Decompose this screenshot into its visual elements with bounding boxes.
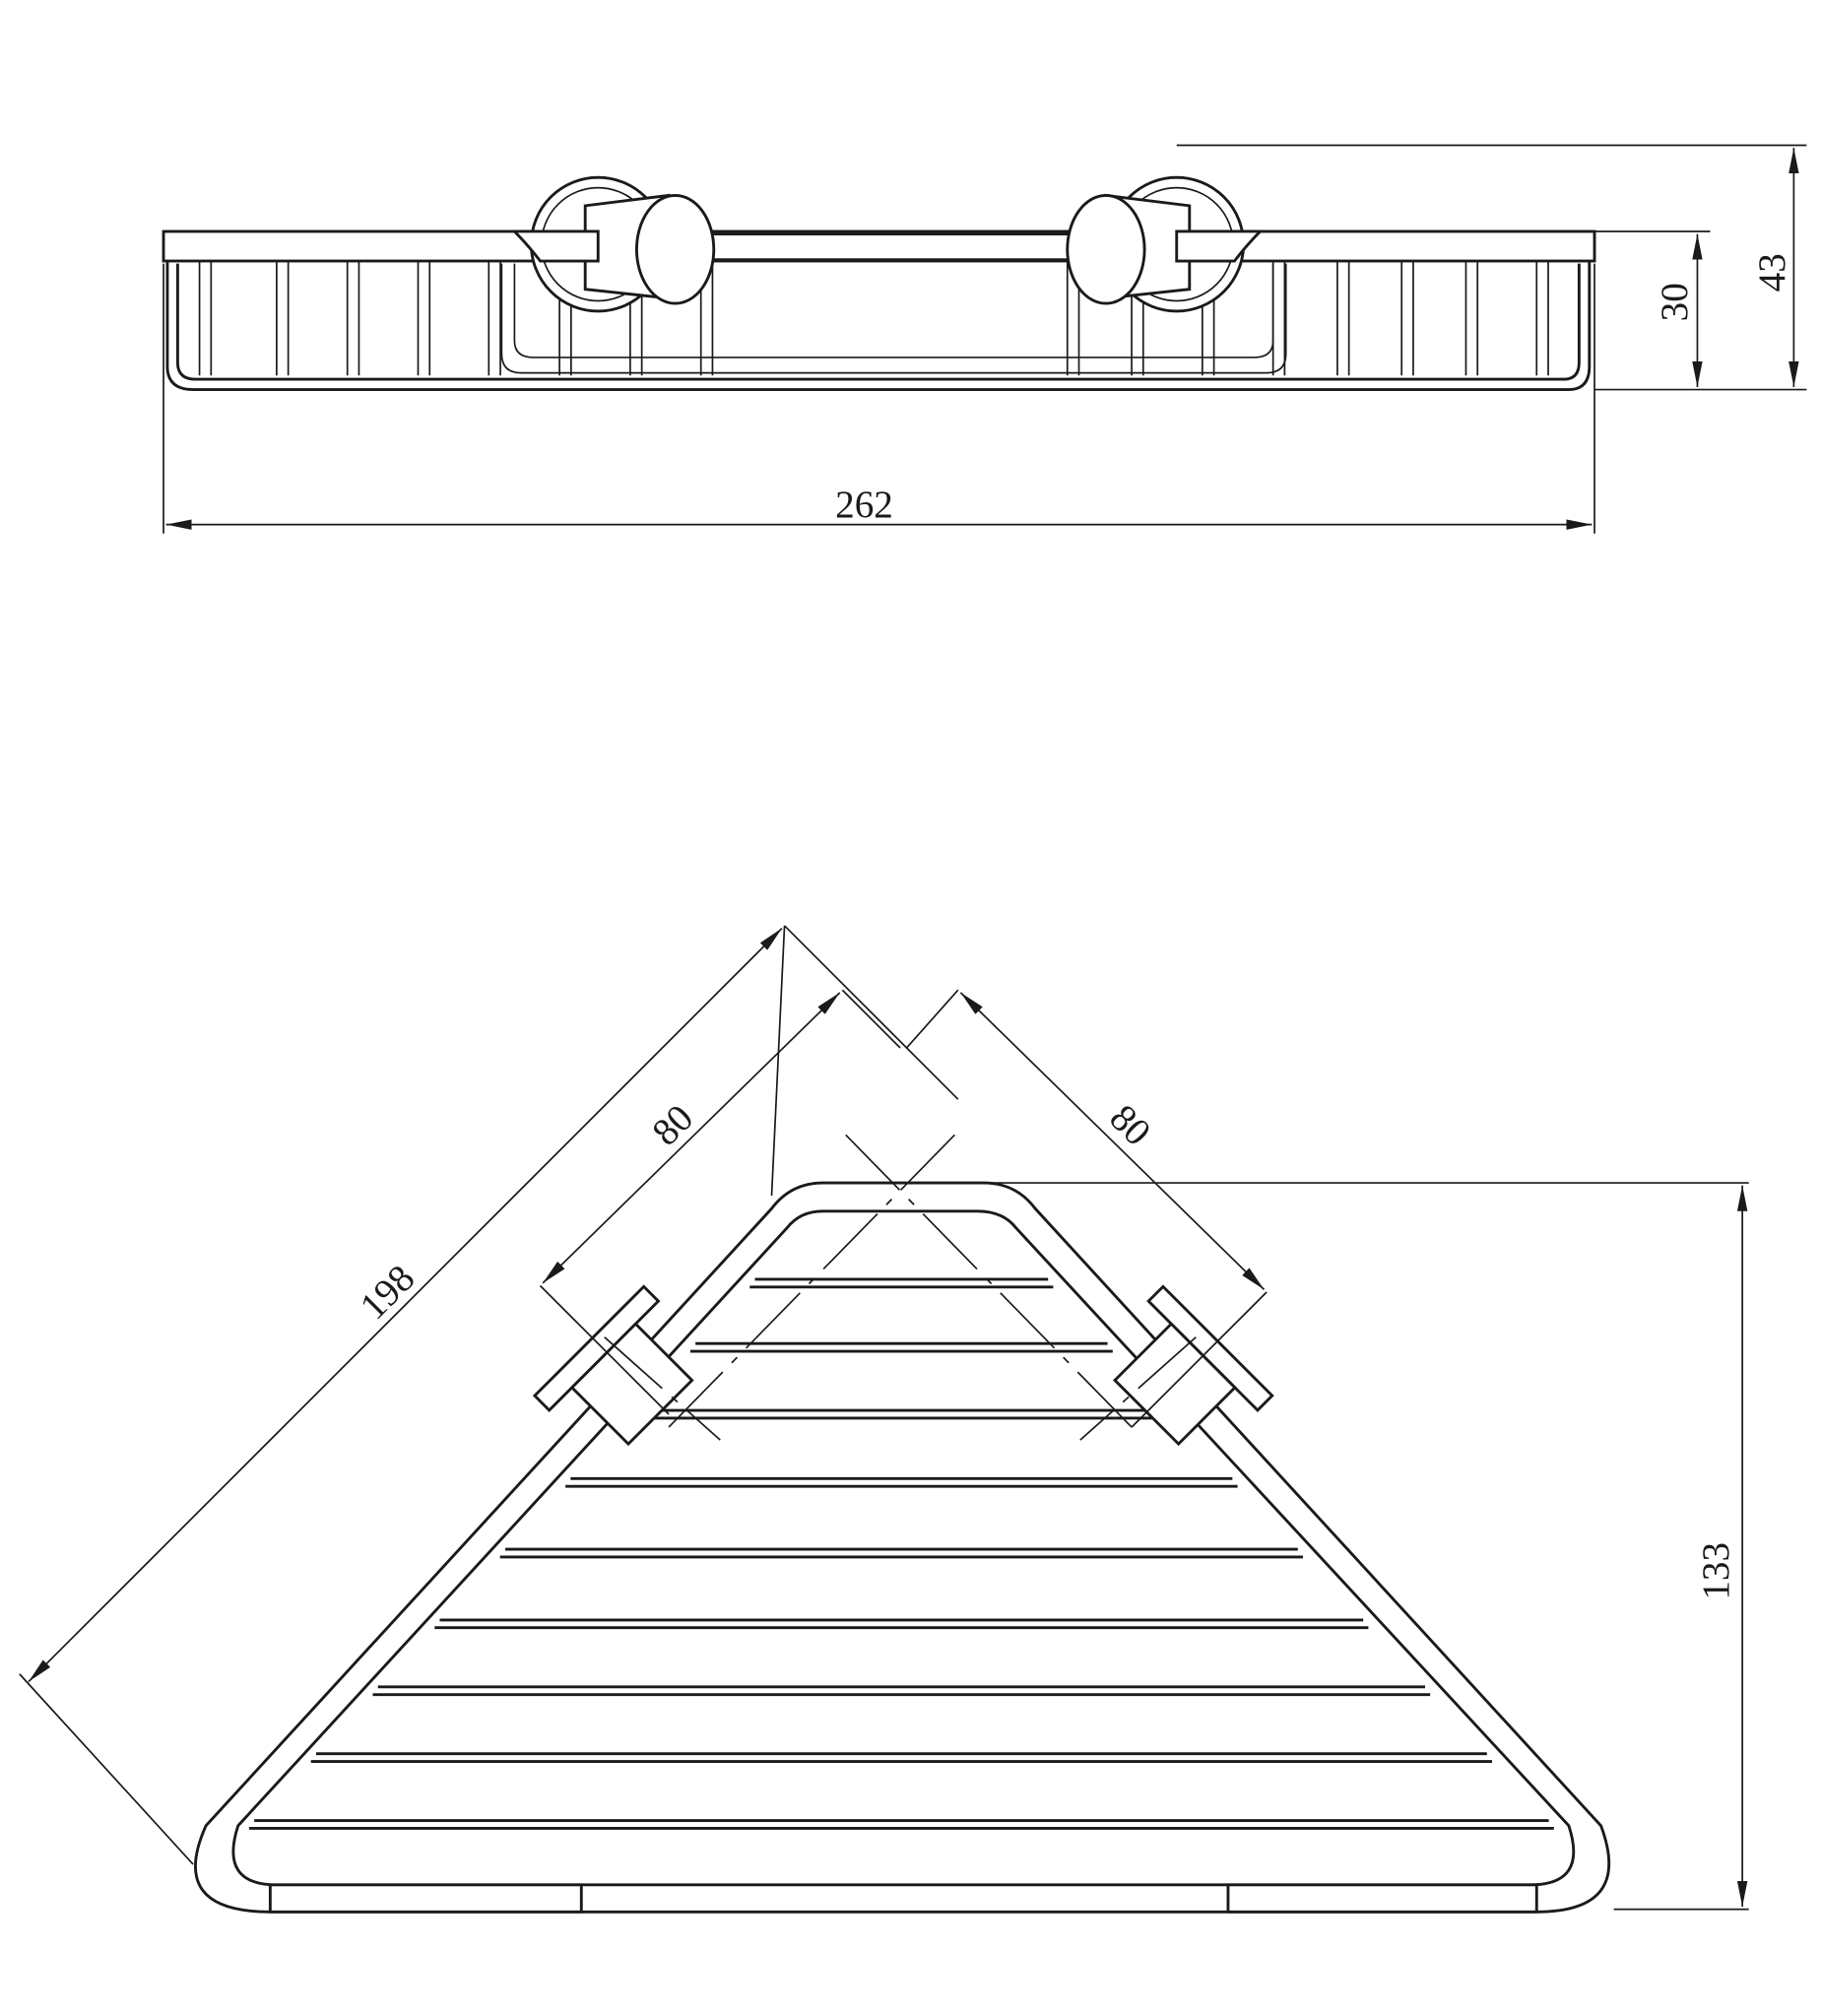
- basket-bar: [346, 261, 360, 376]
- basket-slat: [372, 1685, 1431, 1697]
- basket-slat: [689, 1341, 1113, 1353]
- rail-end-left: [510, 229, 600, 263]
- basket-bar: [1535, 261, 1549, 376]
- basket-slat: [499, 1547, 1303, 1559]
- basket-slats: [248, 1277, 1554, 1830]
- basket-bar: [198, 261, 213, 376]
- inner-frame: [500, 263, 1287, 374]
- knob-left: [634, 193, 716, 305]
- dimension-label-30: 30: [1654, 283, 1696, 321]
- dimension-line-80-right: [959, 992, 1266, 1291]
- basket-bottom: [165, 257, 1592, 391]
- dimension-label-43: 43: [1751, 253, 1793, 292]
- basket-slat: [310, 1752, 1492, 1763]
- basket-slat: [434, 1618, 1369, 1630]
- basket-bar: [1464, 261, 1479, 376]
- bottom-bar-left: [268, 1883, 583, 1914]
- top-view: 198 80 80 133: [19, 925, 1749, 1914]
- bottom-bar-right: [1226, 1883, 1538, 1914]
- basket-bar: [276, 261, 290, 376]
- basket-bar: [1336, 261, 1350, 376]
- basket-bottom-inner: [175, 263, 1581, 381]
- rail-end-right: [1175, 229, 1265, 263]
- dimension-label-133: 133: [1695, 1542, 1737, 1600]
- center-rail: [699, 232, 1088, 262]
- basket-bar: [488, 261, 501, 376]
- dimension-line-198: [28, 927, 783, 1683]
- basket-bar: [1271, 261, 1286, 376]
- basket-slat: [565, 1476, 1238, 1488]
- basket-slat: [749, 1277, 1054, 1289]
- basket-slat: [248, 1819, 1554, 1830]
- basket-bar: [417, 261, 431, 376]
- basket-bar: [1400, 261, 1414, 376]
- dimension-label-262: 262: [835, 484, 893, 526]
- basket-slat: [628, 1408, 1175, 1420]
- dimension-label-80-left: 80: [644, 1097, 701, 1154]
- side-view: 262 30 43: [162, 144, 1807, 534]
- dimension-label-198: 198: [352, 1257, 423, 1328]
- dimension-label-80-right: 80: [1101, 1097, 1158, 1154]
- extension-lines: [163, 144, 1807, 534]
- knob-right: [1066, 193, 1146, 305]
- dimension-line-80-left: [542, 992, 841, 1284]
